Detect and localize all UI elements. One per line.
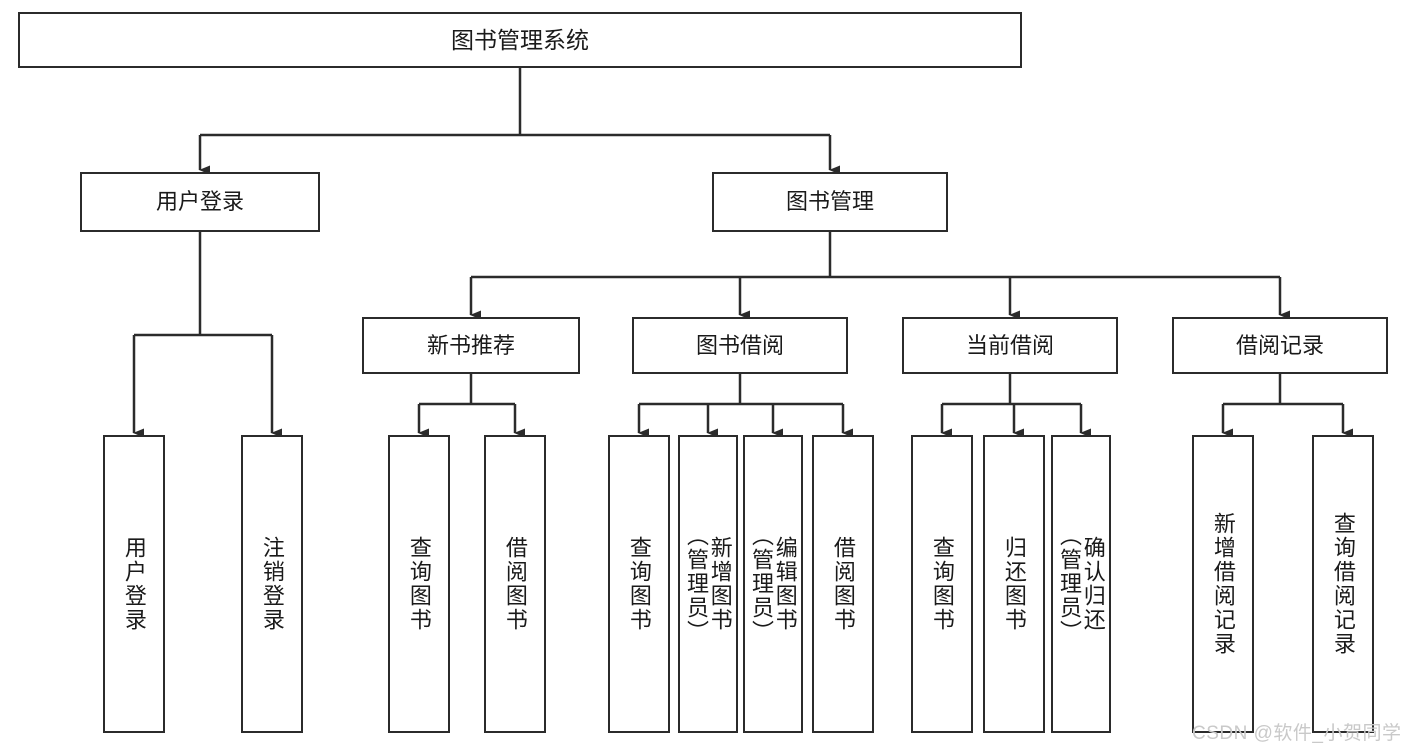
node-label: 查询图书 xyxy=(929,536,955,632)
node-current-borrow[interactable]: 当前借阅 xyxy=(902,317,1118,374)
node-leaf-borrow-edit[interactable]: 编辑图书 （管理员） xyxy=(743,435,803,733)
node-book-borrow[interactable]: 图书借阅 xyxy=(632,317,848,374)
node-label: 注销登录 xyxy=(259,536,285,632)
node-label: 查询图书 xyxy=(626,536,652,632)
node-root[interactable]: 图书管理系统 xyxy=(18,12,1022,68)
node-leaf-borrow-add[interactable]: 新增图书 （管理员） xyxy=(678,435,738,733)
node-new-book-rec[interactable]: 新书推荐 xyxy=(362,317,580,374)
node-label: 归还图书 xyxy=(1001,536,1027,632)
node-label: 查询借阅记录 xyxy=(1330,512,1356,656)
node-leaf-rec-query[interactable]: 查询图书 xyxy=(388,435,450,733)
node-label: 编辑图书 （管理员） xyxy=(749,524,798,644)
watermark-text: CSDN @软件_小贺同学 xyxy=(1192,723,1402,744)
node-leaf-cur-confirm[interactable]: 确认归还 （管理员） xyxy=(1051,435,1111,733)
node-leaf-rec-borrow[interactable]: 借阅图书 xyxy=(484,435,546,733)
node-label: 当前借阅 xyxy=(965,332,1054,358)
node-label: 新增图书 （管理员） xyxy=(684,524,733,644)
node-label: 新书推荐 xyxy=(426,332,515,358)
node-label: 用户登录 xyxy=(121,536,147,632)
node-user-login[interactable]: 用户登录 xyxy=(80,172,320,232)
node-leaf-borrow-query[interactable]: 查询图书 xyxy=(608,435,670,733)
node-label: 借阅图书 xyxy=(830,536,856,632)
node-borrow-record[interactable]: 借阅记录 xyxy=(1172,317,1388,374)
node-leaf-cur-return[interactable]: 归还图书 xyxy=(983,435,1045,733)
node-leaf-rec-query2[interactable]: 查询借阅记录 xyxy=(1312,435,1374,733)
node-label: 查询图书 xyxy=(406,536,432,632)
node-leaf-user-login[interactable]: 用户登录 xyxy=(103,435,165,733)
node-book-manage[interactable]: 图书管理 xyxy=(712,172,948,232)
node-label: 借阅记录 xyxy=(1235,332,1324,358)
node-leaf-cur-query[interactable]: 查询图书 xyxy=(911,435,973,733)
node-label: 借阅图书 xyxy=(502,536,528,632)
node-label: 图书管理系统 xyxy=(451,26,589,53)
node-leaf-user-logout[interactable]: 注销登录 xyxy=(241,435,303,733)
node-leaf-borrow-do[interactable]: 借阅图书 xyxy=(812,435,874,733)
node-label: 图书管理 xyxy=(785,189,874,215)
node-leaf-rec-add[interactable]: 新增借阅记录 xyxy=(1192,435,1254,733)
node-label: 图书借阅 xyxy=(695,332,784,358)
edge-layer xyxy=(132,68,1353,438)
node-label: 新增借阅记录 xyxy=(1210,512,1236,656)
node-label: 确认归还 （管理员） xyxy=(1057,524,1106,644)
node-label: 用户登录 xyxy=(155,189,244,215)
